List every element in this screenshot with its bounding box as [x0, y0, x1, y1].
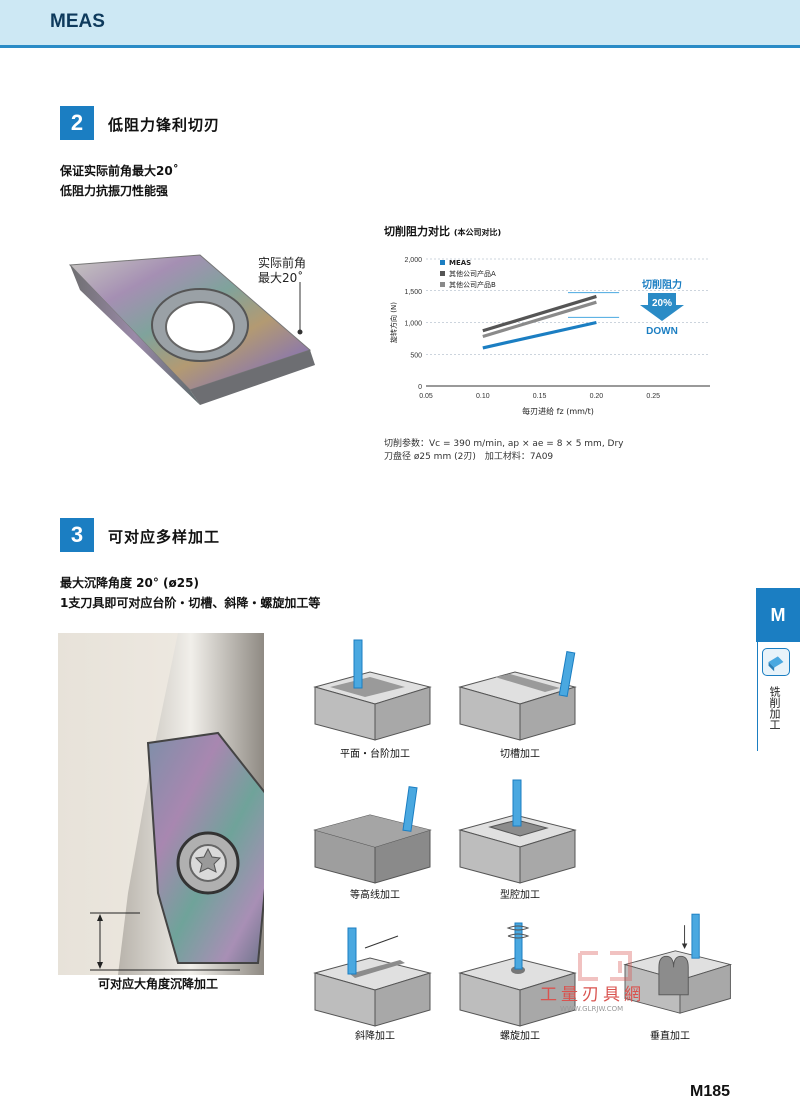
tool-ramping-photo — [58, 633, 264, 975]
ramping-illustration — [313, 927, 432, 1027]
section-3-number-badge: 3 — [60, 518, 94, 552]
section-2-line2: 低阻力抗振刀性能强 — [60, 184, 169, 198]
down-arrow-icon — [640, 293, 684, 321]
chart-title: 切削阻力对比 (本公司对比) — [384, 223, 501, 239]
insert-photo — [68, 254, 315, 405]
y-tick-label: 2,000 — [404, 257, 422, 264]
cutting-force-chart: 0 500 1,000 1,500 2,000 0.05 0.10 0.15 0.20 0.25 每… — [389, 257, 710, 416]
chart-title-text: 切削阻力对比 — [384, 225, 450, 238]
section-2-line1: 保证实际前角最大20˚ — [60, 164, 179, 178]
legend-label: MEAS — [449, 259, 471, 267]
chart-subtitle: (本公司对比) — [453, 228, 502, 237]
page-header: MEAS — [0, 0, 800, 48]
legend-label: 其他公司产品A — [449, 269, 496, 278]
side-tab-text: 铣削加工 — [768, 686, 781, 730]
slotting-illustration — [458, 651, 577, 741]
cutting-conditions: 切削参数：Vc = 390 m/min, ap × ae = 8 × 5 mm,… — [384, 438, 624, 464]
x-tick-label: 0.10 — [476, 393, 490, 400]
op-label-helical: 螺旋加工 — [500, 1031, 540, 1042]
annotation-top: 切削阻力 — [642, 278, 682, 291]
side-tab-letter[interactable]: M — [756, 588, 800, 642]
helical-milling-illustration — [458, 922, 577, 1027]
plunging-illustration — [623, 913, 733, 1014]
legend-swatch — [440, 260, 445, 265]
series-line — [482, 300, 597, 339]
watermark-logo — [578, 951, 632, 981]
milling-icon — [762, 648, 790, 676]
op-label-slotting: 切槽加工 — [500, 749, 540, 760]
op-label-pocketing: 型腔加工 — [500, 890, 540, 901]
callout-line2: 最大20˚ — [258, 271, 304, 285]
y-tick-label: 0 — [418, 384, 422, 391]
series-line — [482, 320, 597, 350]
section-2-title: 低阻力锋利切刃 — [108, 116, 221, 134]
section-2-number-badge: 2 — [60, 106, 94, 140]
legend-swatch — [440, 282, 445, 287]
contour-milling-illustration — [313, 786, 432, 884]
op-label-ramping: 斜降加工 — [355, 1031, 395, 1042]
x-axis-label: 每刃进给 fz (mm/t) — [522, 406, 594, 416]
y-tick-label: 1,500 — [404, 289, 422, 296]
y-tick-label: 500 — [410, 352, 422, 359]
annotation-percent: 20% — [652, 298, 672, 309]
legend-swatch — [440, 271, 445, 276]
op-label-plunging: 垂直加工 — [650, 1031, 690, 1042]
y-axis-label: 旋转方向 (N) — [389, 302, 398, 343]
conditions-line1: 切削参数：Vc = 390 m/min, ap × ae = 8 × 5 mm,… — [384, 439, 624, 449]
section-3-line1: 最大沉降角度 20° (ø25) — [60, 576, 199, 590]
page-number: M185 — [690, 1083, 731, 1100]
ramp-angle-dimension — [90, 912, 240, 971]
x-tick-label: 0.25 — [646, 393, 660, 400]
side-tab-divider — [757, 641, 758, 751]
op-label-contour: 等高线加工 — [350, 890, 400, 901]
op-label-face-shoulder: 平面・台阶加工 — [340, 749, 410, 760]
face-shoulder-milling-illustration — [313, 639, 432, 741]
y-tick-label: 1,000 — [404, 321, 422, 328]
section-3-line2: 1支刀具即可对应台阶・切槽、斜降・螺旋加工等 — [60, 596, 321, 610]
callout-line1: 实际前角 — [258, 256, 307, 270]
callout-leader — [297, 282, 303, 335]
annotation-bottom: DOWN — [646, 326, 678, 337]
x-tick-label: 0.15 — [533, 393, 547, 400]
watermark-url: WWW.GLRJW.COM — [560, 1005, 624, 1013]
x-tick-label: 0.05 — [419, 393, 433, 400]
conditions-line2: 刀盘径 ø25 mm (2刃) 加工材料：7A09 — [384, 452, 554, 462]
section-3-title: 可对应多样加工 — [108, 528, 221, 546]
header-title: MEAS — [50, 11, 105, 32]
x-tick-label: 0.20 — [590, 393, 604, 400]
pocketing-illustration — [458, 779, 577, 884]
legend-label: 其他公司产品B — [449, 280, 496, 289]
rake-angle-callout: 实际前角 最大20˚ — [258, 256, 306, 286]
watermark-text: 工量刃具網 — [540, 985, 645, 1005]
photo-caption: 可对应大角度沉降加工 — [98, 977, 219, 991]
series-line — [482, 294, 597, 333]
